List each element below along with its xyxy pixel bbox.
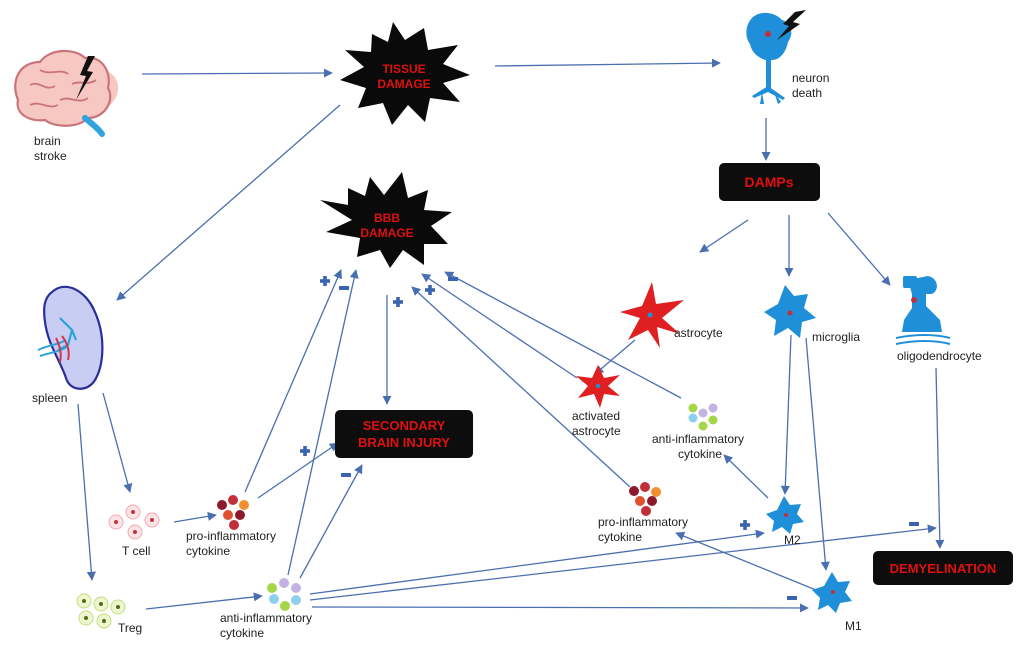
t-cell-label: T cell	[122, 544, 150, 558]
t-cell-icon	[108, 504, 160, 540]
tissue-damage-burst	[340, 22, 470, 125]
plus-sign	[740, 520, 750, 530]
arrow-pro-right-to-bbb	[411, 286, 631, 488]
arrow-m2-to-anti-right	[723, 454, 769, 499]
arrows	[77, 58, 945, 613]
plus-sign	[320, 276, 330, 286]
neuron-icon	[746, 12, 792, 104]
pro-inflammatory-cluster-left	[217, 495, 249, 530]
damps-box	[719, 163, 820, 201]
demyelination-label: DEMYELINATION	[890, 561, 997, 576]
microglia-label: microglia	[812, 330, 860, 344]
arrow-tissue-to-spleen	[116, 104, 341, 301]
arrow-spleen-to-treg	[77, 403, 96, 581]
demyelination-box	[873, 551, 1013, 585]
arrow-microglia-to-m1	[805, 337, 830, 571]
arrow-oligo-to-demyelination	[935, 367, 945, 549]
oligodendrocyte-icon	[895, 276, 951, 345]
treg-label: Treg	[118, 621, 142, 635]
arrow-activated-to-bbb	[421, 273, 578, 379]
astrocyte-label: astrocyte	[674, 326, 723, 340]
damps-label: DAMPs	[744, 174, 793, 190]
brain-icon	[14, 49, 119, 137]
arrow-anti-bottom-to-bbb	[287, 269, 359, 576]
arrow-microglia-to-m2	[780, 334, 792, 495]
arrow-astrocyte-to-activated	[594, 339, 636, 375]
arrow-anti-bottom-to-m2	[309, 529, 765, 595]
minus-sign	[341, 473, 351, 477]
bbb-damage-burst	[320, 172, 452, 268]
oligodendrocyte-label: oligodendrocyte	[897, 349, 982, 363]
arrow-anti-bottom-to-demyelination	[309, 524, 937, 601]
spleen-label: spleen	[32, 391, 67, 405]
anti-inflammatory-cluster-bottom	[267, 578, 301, 611]
arrow-anti-bottom-to-secondary	[299, 464, 363, 579]
arrow-tcell-to-pro	[173, 511, 217, 523]
lightning-icon	[777, 10, 806, 40]
arrow-treg-to-anti	[145, 592, 263, 610]
plus-sign	[425, 285, 435, 295]
signs	[300, 276, 919, 600]
spleen-icon	[37, 285, 104, 390]
m2-label: M2	[784, 533, 801, 547]
arrow-pro-left-to-secondary	[257, 442, 339, 499]
secondary-brain-injury-box	[335, 410, 473, 458]
arrow-stroke-to-tissue	[141, 68, 333, 78]
minus-sign	[339, 286, 349, 290]
minus-sign	[448, 277, 458, 281]
arrow-anti-right-to-bbb	[444, 271, 682, 399]
plus-sign	[300, 446, 310, 456]
arrow-anti-bottom-to-m1	[311, 603, 809, 613]
arrow-spleen-to-tcell	[102, 392, 133, 493]
anti-inflammatory-cluster-right	[688, 403, 718, 431]
arrow-damps-to-oligo	[827, 212, 891, 286]
arrow-pro-left-to-bbb	[244, 269, 342, 493]
arrow-m1-to-pro-right	[675, 531, 817, 591]
plus-sign	[393, 297, 403, 307]
m1-label: M1	[845, 619, 862, 633]
arrow-tissue-to-neuron	[494, 58, 721, 68]
pro-inflammatory-cluster-right	[629, 482, 661, 516]
minus-sign	[909, 522, 919, 526]
minus-sign	[787, 596, 797, 600]
arrow-damps-to-astrocyte	[699, 219, 749, 253]
